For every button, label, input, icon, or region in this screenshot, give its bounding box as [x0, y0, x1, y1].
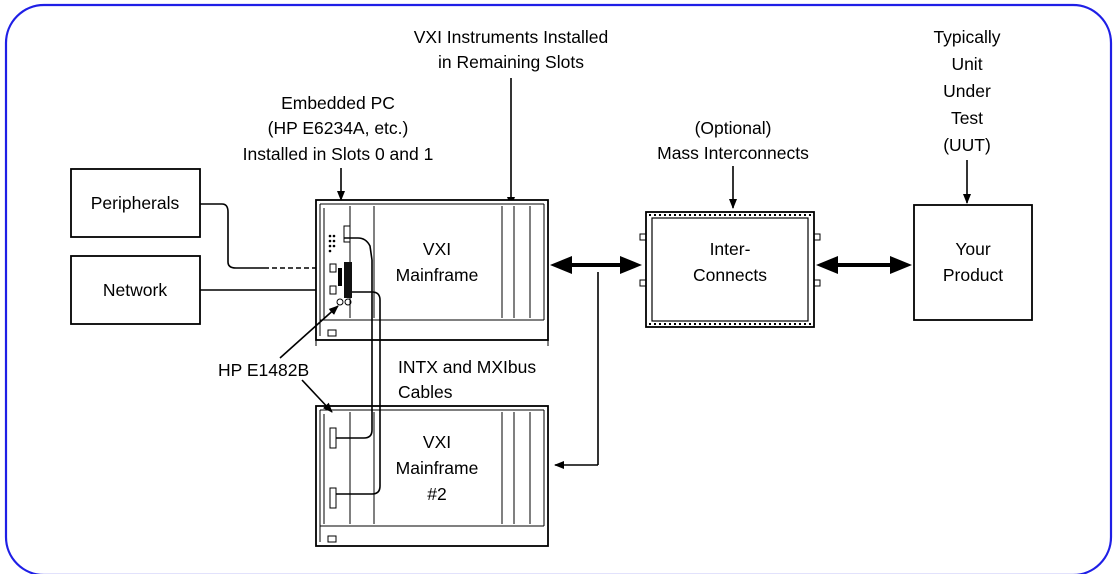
uut-label-3: Under — [943, 81, 991, 101]
your-product-label-1: Your — [955, 239, 991, 259]
vxi-instruments-label-2: in Remaining Slots — [438, 52, 584, 72]
interconnects-box: Inter- Connects — [639, 211, 821, 328]
optional-label-2: Mass Interconnects — [657, 143, 809, 163]
embedded-pc-label-2: (HP E6234A, etc.) — [268, 118, 409, 138]
intx-cable — [336, 237, 373, 439]
mainframe-interconnect-arrow — [550, 256, 642, 274]
cables-label-1: INTX and MXIbus — [398, 357, 536, 377]
mainframe-1-label-1: VXI — [423, 239, 451, 259]
uut-label-1: Typically — [933, 27, 1000, 47]
interconnect-product-arrow — [816, 256, 912, 274]
mainframe-1-label-2: Mainframe — [396, 265, 479, 285]
uut-label-4: Test — [951, 108, 983, 128]
your-product-box — [913, 204, 1033, 321]
hp-e1482b-arrow-2 — [301, 379, 333, 413]
uut-label-2: Unit — [951, 54, 982, 74]
vxi-instruments-label-1: VXI Instruments Installed — [414, 27, 609, 47]
mainframe-2-label-1: VXI — [423, 432, 451, 452]
your-product-label-2: Product — [943, 265, 1003, 285]
vxi-mainframe-1: VXI Mainframe — [315, 199, 549, 346]
cables-label-2: Cables — [398, 382, 453, 402]
peripherals-box — [70, 168, 201, 238]
interconnects-label-2: Connects — [693, 265, 767, 285]
optional-label-1: (Optional) — [695, 118, 772, 138]
embedded-pc-label-1: Embedded PC — [281, 93, 395, 113]
vxi-mainframe-2: VXI Mainframe #2 — [315, 405, 549, 547]
interconnects-label-1: Inter- — [710, 239, 751, 259]
embedded-pc-panel — [328, 225, 352, 306]
outer-frame — [4, 3, 1113, 574]
network-label: Network — [103, 280, 167, 300]
mainframe-2-label-3: #2 — [427, 484, 446, 504]
hp-e1482b-label: HP E1482B — [218, 360, 309, 380]
network-box — [70, 255, 201, 325]
embedded-pc-label-3: Installed in Slots 0 and 1 — [243, 144, 434, 164]
hp-e1482b-arrow — [279, 305, 339, 359]
peripherals-cable — [200, 203, 264, 269]
peripherals-label: Peripherals — [91, 193, 180, 213]
mainframe-2-label-2: Mainframe — [396, 458, 479, 478]
mxibus-cable — [336, 291, 381, 495]
uut-label-5: (UUT) — [943, 135, 991, 155]
